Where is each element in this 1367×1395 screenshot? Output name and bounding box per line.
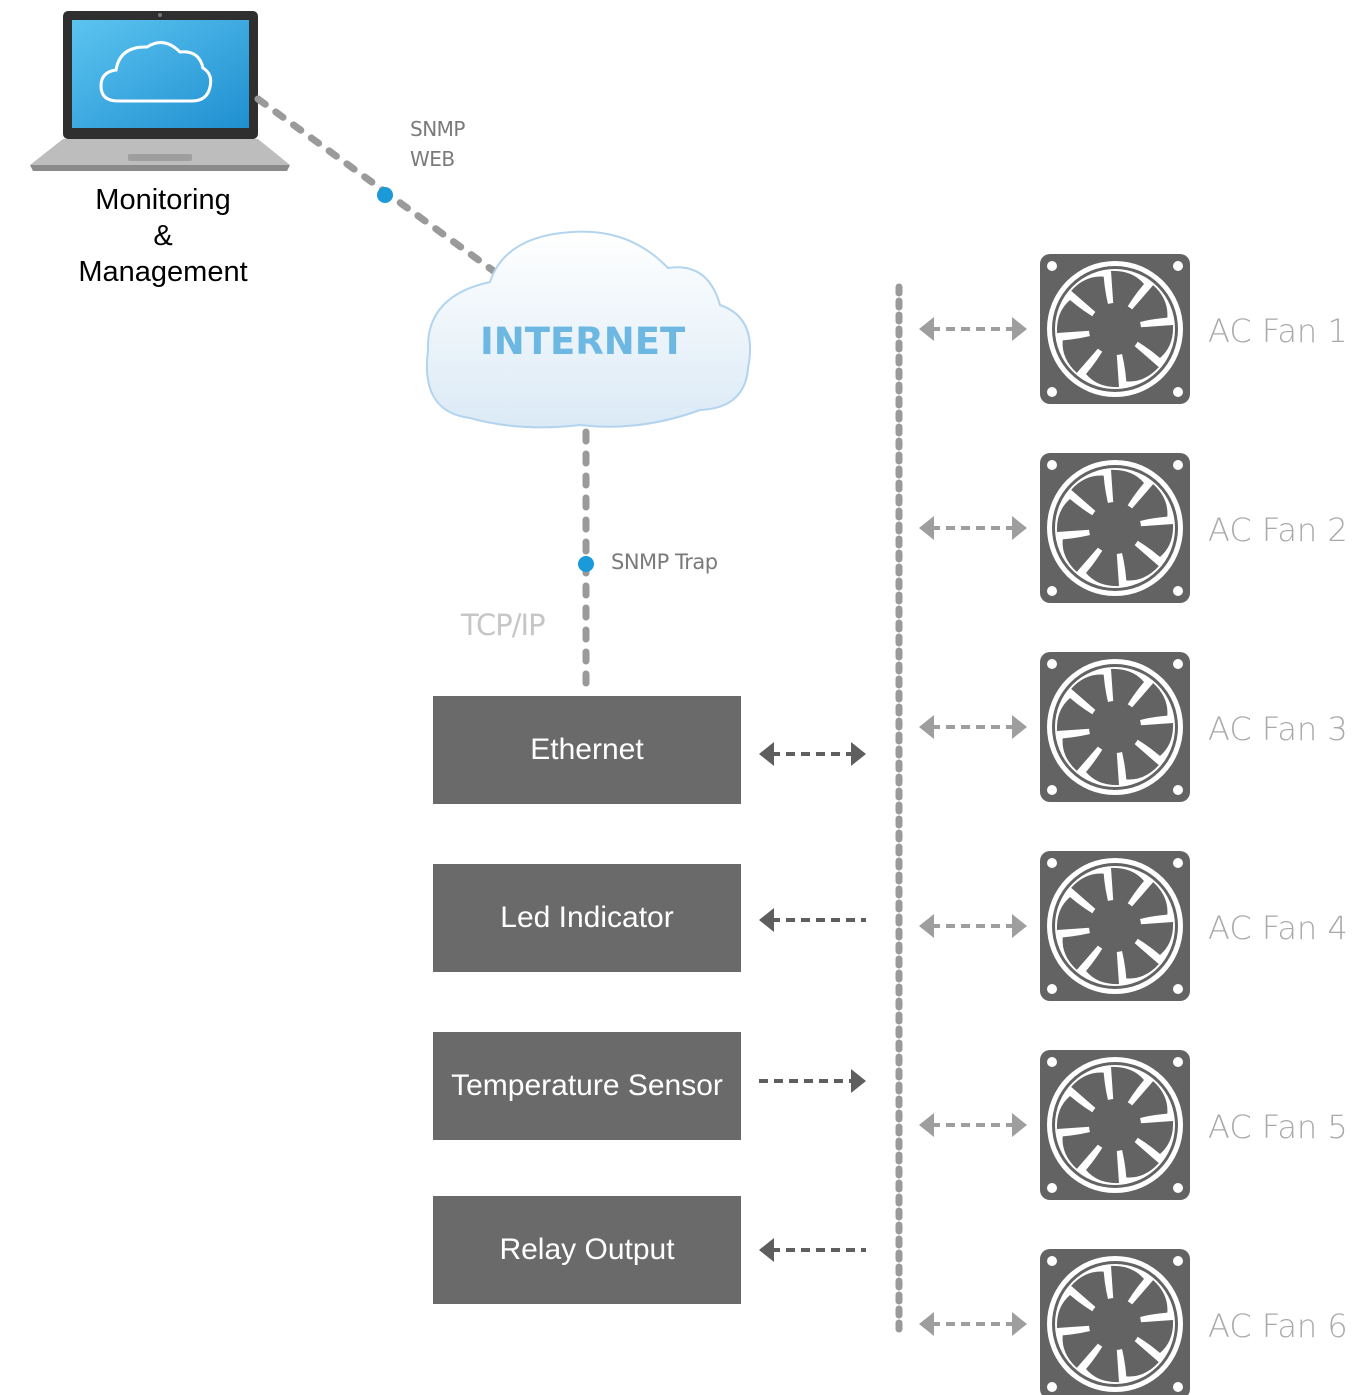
fan-icon (1040, 851, 1190, 1001)
tcpip-label: TCP/IP (461, 608, 546, 642)
snmp-trap-label: SNMP Trap (611, 550, 718, 574)
module-arrow (759, 1069, 866, 1093)
snmp-web-link (254, 95, 499, 276)
fan-label: AC Fan 1 (1208, 312, 1348, 350)
module-arrow (759, 742, 866, 766)
monitoring-line-2: & (153, 220, 173, 252)
fan-label: AC Fan 2 (1208, 511, 1348, 549)
fan-icon (1040, 1050, 1190, 1200)
fan-arrow (919, 317, 1027, 341)
fan-label: AC Fan 4 (1208, 909, 1348, 947)
monitoring-line-3: Management (78, 256, 248, 288)
monitoring-line-1: Monitoring (95, 184, 231, 216)
link-dot (377, 187, 393, 203)
fan-label: AC Fan 3 (1208, 710, 1348, 748)
protocol-snmp: SNMP (410, 117, 465, 141)
fan-arrow (919, 1312, 1027, 1336)
fan-arrow (919, 516, 1027, 540)
fan-arrow (919, 715, 1027, 739)
ethernet-module: Ethernet (433, 696, 741, 804)
internet-cloud (426, 230, 752, 429)
fan-icon (1040, 254, 1190, 404)
fan-icon (1040, 453, 1190, 603)
link-dot (578, 556, 594, 572)
led-indicator-module: Led Indicator (433, 864, 741, 972)
fan-arrow (919, 914, 1027, 938)
laptop-icon (30, 11, 290, 171)
monitoring-title: Monitoring & Management (40, 182, 286, 290)
internet-label: INTERNET (480, 320, 686, 363)
protocol-web: WEB (410, 147, 455, 171)
fan-label: AC Fan 5 (1208, 1108, 1348, 1146)
fan-arrow (919, 1113, 1027, 1137)
fan-icon (1040, 1249, 1190, 1395)
relay-output-module: Relay Output (433, 1196, 741, 1304)
module-arrow (759, 1238, 866, 1262)
fan-icon (1040, 652, 1190, 802)
fan-label: AC Fan 6 (1208, 1307, 1348, 1345)
temperature-sensor-module: Temperature Sensor (433, 1032, 741, 1140)
protocol-label: SNMP WEB (410, 114, 465, 174)
module-arrow (759, 908, 866, 932)
